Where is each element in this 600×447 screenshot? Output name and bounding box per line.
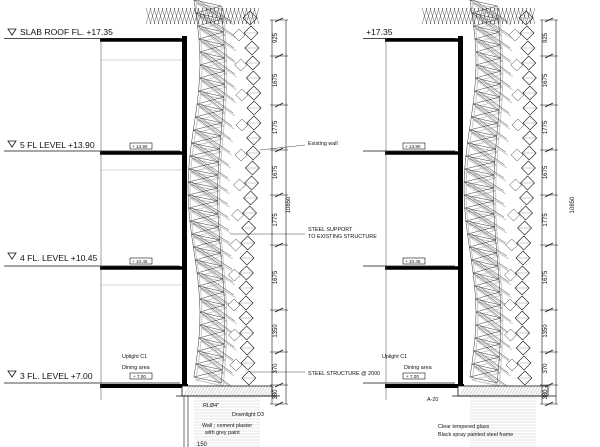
dimension-segment-right-2: 1775 — [543, 120, 549, 134]
uplight-note-right: Uplight C1 — [382, 354, 407, 360]
dining-note-right: Dining area — [404, 365, 432, 371]
existing-wall — [182, 36, 187, 386]
glass-note: Clear tempered glass — [438, 424, 490, 430]
dimension-segment-left-3: 1675 — [273, 165, 279, 179]
level-4-box-right — [402, 257, 426, 265]
dimension-segment-left-2: 1775 — [273, 120, 279, 134]
level-3-box-right-text: + 7.00 — [406, 374, 419, 379]
level-5-box — [129, 142, 153, 150]
dimension-segment-right-3: 1675 — [543, 165, 549, 179]
base-hatch-right — [459, 385, 551, 447]
dimension-segment-right-6: 1350 — [543, 324, 549, 338]
level-4-box — [129, 257, 153, 265]
level-5-box-right — [402, 142, 426, 150]
level-marker-icon — [7, 252, 17, 260]
dimension-segment-left-7: 370 — [273, 363, 279, 374]
level-3-box — [129, 372, 153, 380]
dimension-segment-left-6: 1350 — [273, 324, 279, 338]
level-marker-icon — [7, 28, 17, 36]
uplight-note: Uplight C1 — [122, 354, 147, 360]
a20-note: A-20 — [427, 397, 438, 403]
left-section: SLAB ROOF FL. +17.35 5 FL LEVEL +13.90 +… — [4, 0, 380, 447]
wall-note-2: with grey paint — [204, 430, 240, 436]
level-3-box-right — [402, 372, 426, 380]
dimension-chain-right: 925 1675 1775 1675 1775 1675 1350 370 380 10850 — [540, 17, 576, 407]
right-section: +17.35 + 13.90 + 10.45 + 7.00 Uplight C1… — [363, 0, 576, 447]
level-roof: SLAB ROOF FL. +17.35 — [4, 27, 186, 42]
dimension-segment-left-4: 1775 — [273, 213, 279, 227]
level-roof-right-label: +17.35 — [366, 27, 393, 37]
frame-note: Black spray painted steel frame — [438, 432, 513, 438]
level-roof-label: SLAB ROOF FL. +17.35 — [20, 27, 113, 37]
dining-note: Dining area — [122, 365, 150, 371]
level-5-box-text: + 13.90 — [132, 144, 148, 149]
wall-note-1: Wall ; cement plaster — [202, 423, 252, 429]
level-4-box-text: + 10.45 — [132, 259, 148, 264]
dimension-segment-left-8: 380 — [273, 389, 279, 400]
level-marker-icon — [7, 140, 17, 148]
dimension-segment-left-5: 1675 — [273, 270, 279, 284]
base-hatch — [183, 385, 275, 447]
level-4-label: 4 FL. LEVEL +10.45 — [20, 253, 98, 263]
level-5: 5 FL LEVEL +13.90 + 13.90 — [4, 140, 186, 155]
level-5-label: 5 FL LEVEL +13.90 — [20, 140, 95, 150]
facade-diamond-panels-right — [421, 7, 538, 386]
level-marker-icon — [7, 370, 17, 378]
steel-truss-structure — [187, 0, 238, 390]
steel-support-note-1: STEEL SUPPORT — [308, 227, 353, 233]
level-4: 4 FL. LEVEL +10.45 + 10.45 — [4, 252, 186, 270]
bottom-dimension: 150 — [197, 442, 208, 447]
dimension-total-left: 10850 — [286, 196, 292, 213]
dimension-segment-right-7: 370 — [543, 363, 549, 374]
dimension-segment-right-4: 1775 — [543, 213, 549, 227]
dimension-segment-right-0: 925 — [543, 32, 549, 43]
level-3: 3 FL. LEVEL +7.00 + 7.00 — [4, 370, 188, 388]
dimension-segment-right-1: 1675 — [543, 73, 549, 87]
rl-note: RLØ4" — [203, 403, 219, 409]
level-3-label: 3 FL. LEVEL +7.00 — [20, 371, 93, 381]
level-5-box-right-text: + 13.90 — [405, 144, 421, 149]
existing-wall-note: Existing wall — [308, 141, 338, 147]
downlight-note: Downlight D3 — [232, 412, 264, 418]
dimension-segment-right-8: 380 — [543, 389, 549, 400]
dimension-segment-left-1: 1675 — [273, 73, 279, 87]
dimension-segment-right-5: 1675 — [543, 270, 549, 284]
dimension-chain-left: 925 1675 1775 1675 1775 1675 1350 370 380 10850 — [270, 17, 292, 407]
dimension-total-right: 10850 — [570, 196, 576, 213]
steel-truss-structure-right — [463, 0, 514, 390]
level-3-box-text: + 7.00 — [133, 374, 146, 379]
dimension-segment-left-0: 925 — [273, 32, 279, 43]
steel-support-note-2: TO EXISTING STRUCTURE — [308, 234, 377, 240]
existing-wall-right — [458, 36, 463, 386]
facade-diamond-panels — [145, 7, 262, 386]
steel-structure-note: STEEL STRUCTURE @ 2000 — [308, 371, 380, 377]
level-4-box-right-text: + 10.45 — [405, 259, 421, 264]
